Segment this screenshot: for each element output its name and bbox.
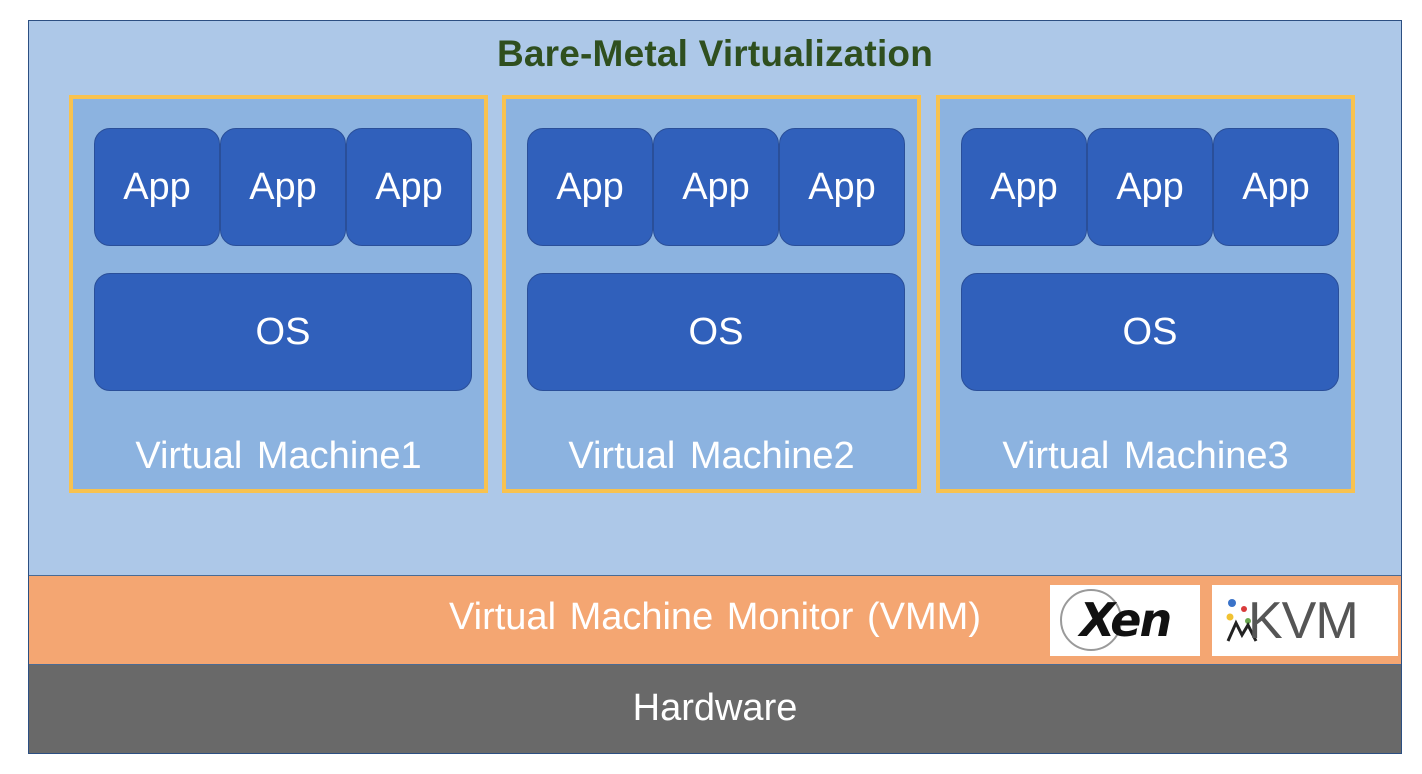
vm-label: Virtual Machine2 [568, 435, 855, 477]
xen-logo-text: Xen [1079, 593, 1172, 647]
virtualization-zone: Bare-Metal Virtualization App App App OS… [29, 21, 1401, 575]
virtual-machine-3: App App App OS Virtual Machine3 [936, 95, 1355, 493]
vm-label: Virtual Machine1 [135, 435, 422, 477]
vmm-layer: Virtual Machine Monitor (VMM) Xen KVM [29, 575, 1401, 665]
app-block: App [653, 128, 779, 246]
app-block: App [1087, 128, 1213, 246]
app-block: App [220, 128, 346, 246]
app-block: App [961, 128, 1087, 246]
vmm-label: Virtual Machine Monitor (VMM) [448, 596, 981, 638]
kvm-penguin-icon [1226, 599, 1258, 642]
app-row: App App App [961, 128, 1339, 246]
kvm-logo: KVM [1212, 585, 1398, 656]
app-row: App App App [527, 128, 905, 246]
app-block: App [94, 128, 220, 246]
os-block: OS [961, 273, 1339, 391]
bare-metal-virtualization-diagram: Bare-Metal Virtualization App App App OS… [28, 20, 1402, 754]
vm-label: Virtual Machine3 [1002, 435, 1289, 477]
app-block: App [527, 128, 653, 246]
app-row: App App App [94, 128, 472, 246]
xen-ring-icon [1060, 589, 1122, 651]
os-block: OS [94, 273, 472, 391]
app-block: App [346, 128, 472, 246]
hardware-label: Hardware [632, 687, 798, 729]
os-block: OS [527, 273, 905, 391]
app-block: App [779, 128, 905, 246]
hardware-layer: Hardware [29, 665, 1401, 753]
xen-logo: Xen [1050, 585, 1200, 656]
kvm-logo-text: KVM [1248, 592, 1359, 650]
app-block: App [1213, 128, 1339, 246]
virtual-machine-1: App App App OS Virtual Machine1 [69, 95, 488, 493]
diagram-title: Bare-Metal Virtualization [496, 33, 934, 74]
virtual-machine-2: App App App OS Virtual Machine2 [502, 95, 921, 493]
